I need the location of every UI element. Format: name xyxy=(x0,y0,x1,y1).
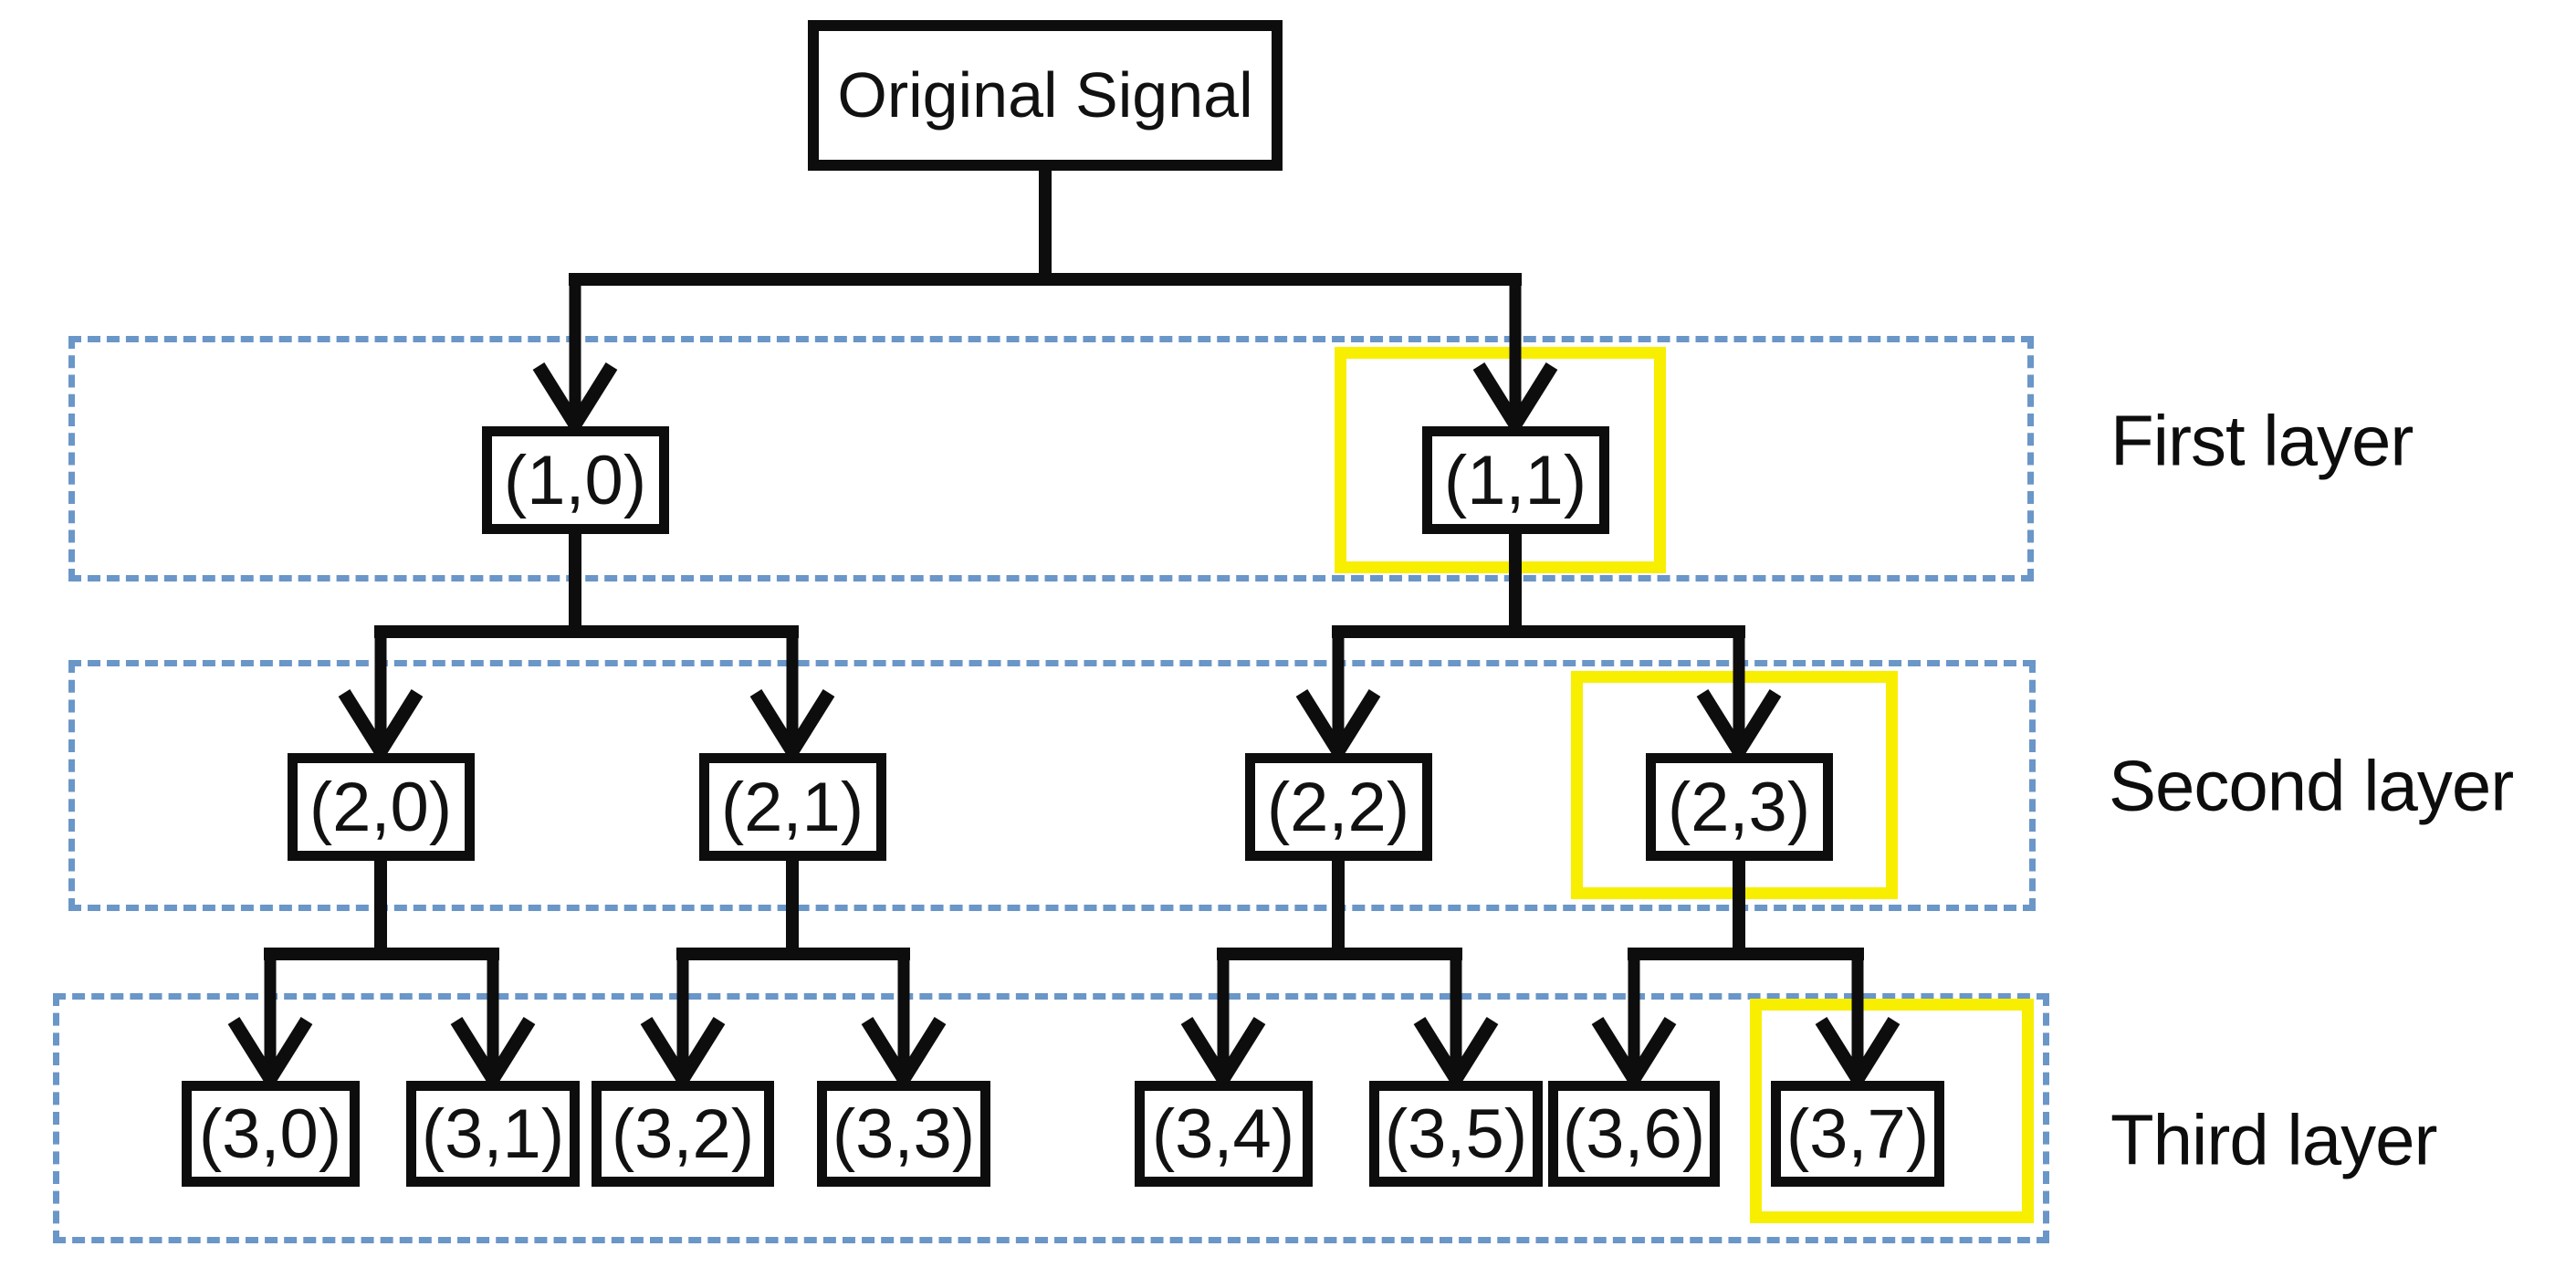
node-label-1-1: (1,1) xyxy=(1443,441,1587,519)
node-label-root: Original Signal xyxy=(837,59,1253,131)
layer-label-3: Third layer xyxy=(2110,1099,2437,1180)
node-3-7: (3,7) xyxy=(1771,1081,1944,1187)
node-label-2-0: (2,0) xyxy=(309,768,453,846)
node-label-3-3: (3,3) xyxy=(832,1095,976,1173)
arrow-into-1-0-head xyxy=(532,362,618,438)
node-label-3-1: (3,1) xyxy=(421,1095,565,1173)
node-3-5: (3,5) xyxy=(1369,1081,1543,1187)
node-2-2: (2,2) xyxy=(1244,753,1432,861)
node-1-0: (1,0) xyxy=(481,426,669,534)
node-label-1-0: (1,0) xyxy=(503,441,647,519)
highlight-box-1-1 xyxy=(1335,347,1666,573)
arrow-into-3-0-head xyxy=(227,1017,313,1093)
layer-band-3 xyxy=(53,993,2049,1243)
node-3-2: (3,2) xyxy=(592,1081,774,1187)
node-label-3-0: (3,0) xyxy=(198,1095,342,1173)
highlight-box-3-7 xyxy=(1750,999,2034,1223)
arrow-into-2-3-head xyxy=(1696,689,1782,765)
arrow-into-1-1-head xyxy=(1472,362,1558,438)
node-2-1: (2,1) xyxy=(698,753,886,861)
arrow-into-3-6-head xyxy=(1591,1017,1677,1093)
node-label-3-4: (3,4) xyxy=(1151,1095,1295,1173)
node-label-3-7: (3,7) xyxy=(1785,1095,1930,1173)
node-label-2-3: (2,3) xyxy=(1667,768,1811,846)
node-label-3-5: (3,5) xyxy=(1384,1095,1528,1173)
arrow-into-3-4-head xyxy=(1180,1017,1266,1093)
arrow-into-2-0-head xyxy=(338,689,424,765)
node-label-2-2: (2,2) xyxy=(1266,768,1410,846)
node-label-3-6: (3,6) xyxy=(1562,1095,1706,1173)
node-2-0: (2,0) xyxy=(287,753,475,861)
arrow-into-2-1-head xyxy=(749,689,835,765)
layer-band-2 xyxy=(68,660,2036,911)
node-3-6: (3,6) xyxy=(1548,1081,1720,1187)
node-3-0: (3,0) xyxy=(181,1081,360,1187)
layer-label-2: Second layer xyxy=(2109,745,2514,826)
arrow-into-3-5-head xyxy=(1413,1017,1499,1093)
arrow-into-2-2-head xyxy=(1295,689,1381,765)
arrow-into-3-1-head xyxy=(450,1017,536,1093)
node-label-3-2: (3,2) xyxy=(611,1095,755,1173)
node-3-4: (3,4) xyxy=(1134,1081,1313,1187)
node-2-3: (2,3) xyxy=(1645,753,1833,861)
node-root: Original Signal xyxy=(808,19,1283,171)
layer-label-1: First layer xyxy=(2110,400,2414,481)
arrow-into-3-7-head xyxy=(1815,1017,1901,1093)
arrow-into-3-2-head xyxy=(640,1017,726,1093)
layer-band-1 xyxy=(68,336,2034,581)
node-label-2-1: (2,1) xyxy=(720,768,864,846)
node-3-3: (3,3) xyxy=(817,1081,990,1187)
node-1-1: (1,1) xyxy=(1421,426,1609,534)
arrow-into-3-3-head xyxy=(861,1017,947,1093)
node-3-1: (3,1) xyxy=(406,1081,580,1187)
